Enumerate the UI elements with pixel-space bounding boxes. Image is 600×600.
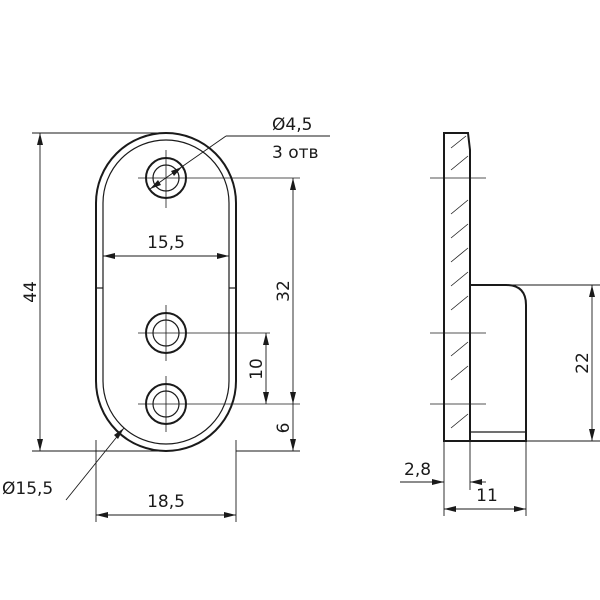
side-center-lines (430, 177, 486, 405)
side-support (470, 284, 527, 442)
side-plate (443, 132, 471, 442)
dimension-hole-spacing-10: 10 (247, 333, 269, 404)
dimension-hole-spacing-32: 32 (274, 178, 296, 404)
dimension-support-height: 22 (506, 284, 600, 442)
dimension-depth: 11 (444, 441, 527, 516)
depth-label: 11 (476, 486, 498, 506)
support-height-label: 22 (573, 352, 593, 374)
outer-radius-label: Ø15,5 (2, 479, 53, 499)
plate-inner-contour (102, 139, 230, 445)
dimension-overall-height: 44 (21, 132, 166, 452)
overall-width-label: 18,5 (147, 492, 185, 512)
dimension-edge-offset: 6 (236, 404, 300, 452)
section-hatching (450, 135, 469, 429)
dimension-overall-width: 18,5 (95, 440, 237, 522)
hole-spacing-10-label: 10 (247, 358, 267, 380)
thickness-label: 2,8 (404, 460, 431, 480)
inner-width-label: 15,5 (147, 233, 185, 253)
dimension-thickness: 2,8 (400, 441, 486, 516)
front-view (95, 132, 300, 452)
overall-height-label: 44 (21, 281, 41, 303)
hole-diameter-label: Ø4,5 (272, 115, 312, 135)
side-view (430, 132, 527, 442)
hole-diameter-callout: Ø4,5 3 отв (149, 115, 330, 190)
hole-count-label: 3 отв (272, 143, 319, 163)
outer-radius-callout: Ø15,5 (2, 427, 125, 501)
dimension-inner-width: 15,5 (103, 233, 229, 259)
edge-offset-label: 6 (274, 423, 294, 434)
hole-spacing-32-label: 32 (274, 280, 294, 302)
